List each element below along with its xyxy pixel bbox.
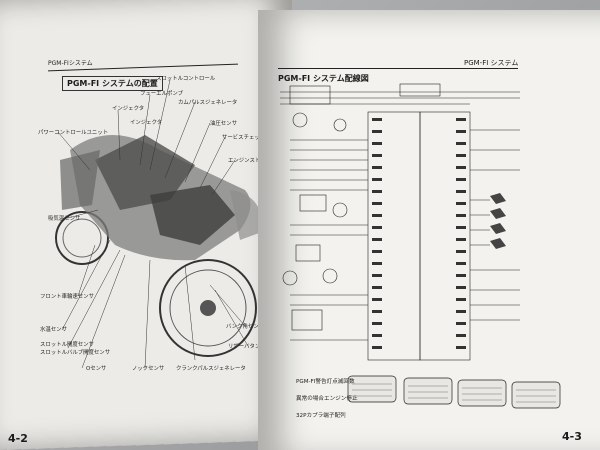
legend-engine-stop-on-fault: 異常の場合エンジン停止 [296, 396, 358, 402]
callout-oil-pressure-sensor: 油圧センサ [210, 121, 237, 127]
right-page-title: PGM-FI システム配線図 [278, 74, 369, 83]
right-page [258, 10, 600, 450]
right-page-number: 4-3 [562, 430, 582, 443]
callout-throttle-valve-sensor: スロットルバルブ開度センサ [40, 350, 111, 356]
left-page-header: PGM-FIシステム [48, 60, 93, 67]
callout-reservoir-tank: リザーバタンク [228, 344, 266, 350]
callout-throttle-position-sensor: スロットル開度センサ [40, 342, 94, 348]
callout-cam-pulse-generator: カムパルスジェネレータ [178, 100, 238, 106]
callout-fuel-pump: フューエルポンプ [140, 91, 183, 97]
callout-injector: インジェクタ [112, 106, 145, 112]
callout-throttle-control: スロットルコントロール [156, 76, 216, 82]
callout-bank-angle-sensor: バンク角センサ [226, 324, 265, 330]
callout-injector-secondary: インジェクタ [130, 120, 163, 126]
callout-service-check-coupler: サービスチェックカプラ [222, 135, 282, 141]
callout-coolant-temp-sensor: 水温センサ [40, 327, 67, 333]
callout-knock-sensor: ノックセンサ [132, 366, 165, 372]
callout-power-control-unit: パワーコントロールユニット [38, 130, 109, 136]
callout-o2-sensor: Oセンサ [86, 366, 107, 372]
right-page-header: PGM-FI システム [464, 59, 519, 67]
right-header-rule [278, 68, 518, 69]
callout-front-wheel-speed-sensor: フロント車輪速センサ [40, 294, 94, 300]
legend-32p-coupler-pinout: 32Pカプラ端子配列 [296, 413, 346, 419]
legend-warning-blink-count: PGM-FI警告灯点滅回数 [296, 379, 355, 385]
left-page-title: PGM-FI システムの配置 [62, 76, 163, 91]
callout-intake-air-temp-sensor: 吸気温センサ [48, 216, 81, 222]
left-page-number: 4-2 [8, 432, 28, 445]
callout-crank-pulse-generator: クランクパルスジェネレータ [176, 366, 246, 372]
